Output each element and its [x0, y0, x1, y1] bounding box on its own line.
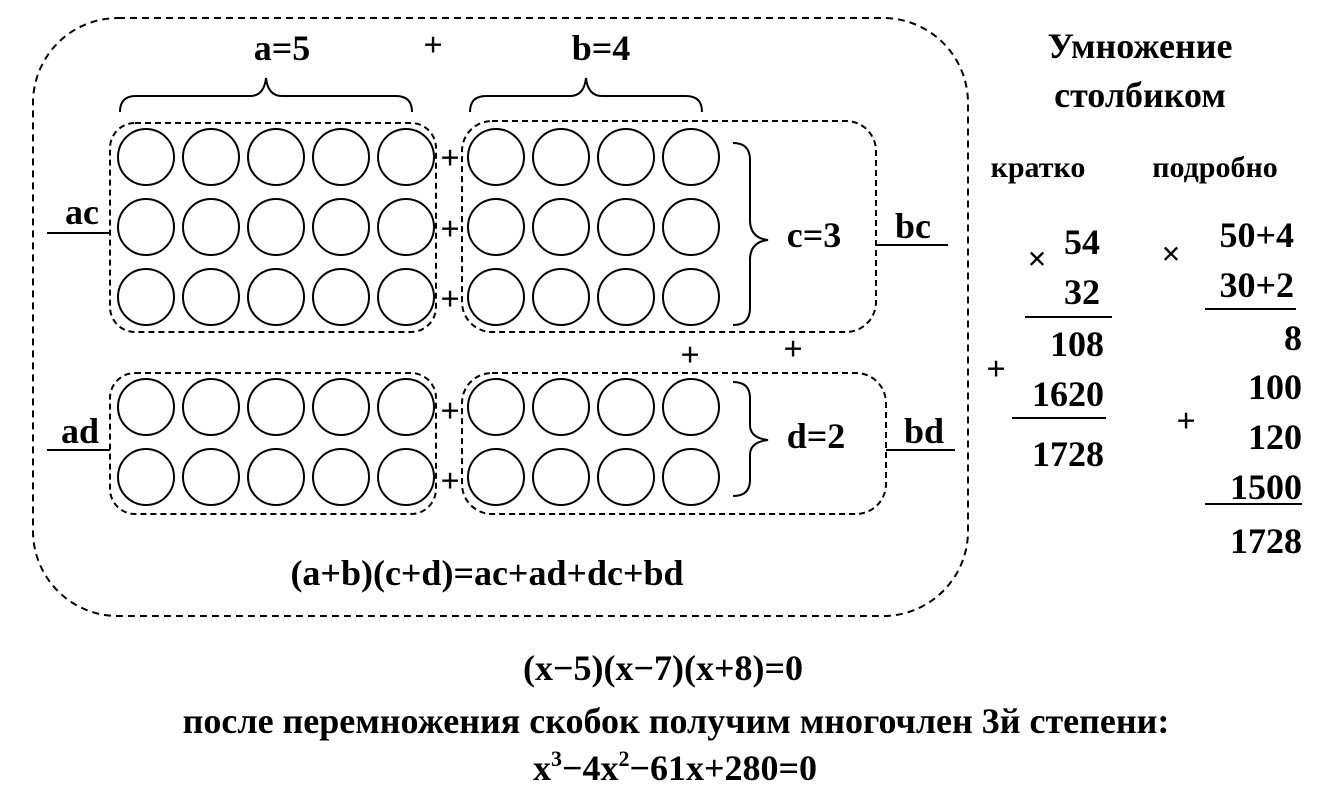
circles-bd	[467, 378, 720, 506]
unit-circle	[467, 268, 525, 326]
title-line2: столбиком	[1054, 75, 1226, 115]
unit-circle	[247, 448, 305, 506]
unit-circle	[532, 378, 590, 436]
unit-circle	[597, 448, 655, 506]
outer-frame	[32, 17, 969, 617]
unit-circle	[117, 378, 175, 436]
brace-b	[469, 77, 703, 113]
title-line1: Умножение	[1048, 26, 1233, 66]
unit-circle	[377, 128, 435, 186]
group-bd-frame	[461, 372, 887, 515]
unit-circle	[532, 198, 590, 256]
unit-circle	[377, 448, 435, 506]
short-partial1: 108	[1050, 324, 1104, 364]
label-a: a=5	[254, 28, 311, 68]
detailed-result: 1728	[1230, 521, 1302, 561]
unit-circle	[662, 268, 720, 326]
short-multiplicand: 54	[1064, 222, 1100, 262]
short-result: 1728	[1032, 434, 1104, 474]
brace-d	[732, 381, 769, 497]
circles-bc	[467, 128, 720, 326]
label-d: d=2	[787, 416, 846, 456]
bottom-polynomial: x3−4x2−61x+280=0	[533, 746, 817, 788]
short-times: ×	[1027, 241, 1046, 278]
circles-ad	[117, 378, 435, 506]
between-plus-1: +	[680, 337, 699, 374]
group-ad-frame	[109, 372, 437, 515]
group-bc-frame	[461, 120, 877, 333]
detailed-partial-1: 8	[1284, 318, 1302, 358]
unit-circle	[182, 448, 240, 506]
unit-circle	[467, 128, 525, 186]
unit-circle	[377, 268, 435, 326]
unit-circle	[182, 268, 240, 326]
group-ac-frame	[109, 122, 437, 333]
unit-circle	[532, 128, 590, 186]
row-plus-1: +	[440, 140, 459, 177]
unit-circle	[312, 198, 370, 256]
unit-circle	[182, 378, 240, 436]
label-b: b=4	[572, 28, 631, 68]
short-multiplier: 32	[1064, 272, 1100, 312]
unit-circle	[597, 378, 655, 436]
unit-circle	[662, 198, 720, 256]
unit-circle	[247, 378, 305, 436]
detailed-partial-4: 1500	[1230, 467, 1302, 507]
unit-circle	[182, 128, 240, 186]
label-bd: bd	[904, 411, 944, 451]
bottom-note: после перемножения скобок получим многоч…	[183, 701, 1170, 741]
unit-circle	[532, 448, 590, 506]
unit-circle	[467, 448, 525, 506]
unit-circle	[597, 198, 655, 256]
unit-circle	[662, 128, 720, 186]
label-c: c=3	[787, 215, 842, 255]
unit-circle	[182, 198, 240, 256]
detailed-times: ×	[1161, 236, 1180, 273]
formula: (a+b)(c+d)=ac+ad+dc+bd	[290, 553, 683, 593]
unit-circle	[247, 268, 305, 326]
label-ad: ad	[61, 411, 99, 451]
label-ac: ac	[65, 192, 99, 232]
circles-ac	[117, 128, 435, 326]
brace-c	[732, 142, 769, 326]
short-plus: +	[986, 351, 1005, 388]
row-plus-5: +	[440, 463, 459, 500]
unit-circle	[377, 198, 435, 256]
unit-circle	[247, 198, 305, 256]
short-header: кратко	[991, 151, 1086, 184]
unit-circle	[467, 198, 525, 256]
detailed-header: подробно	[1152, 151, 1278, 184]
short-partial2: 1620	[1032, 374, 1104, 414]
row-plus-4: +	[440, 393, 459, 430]
detailed-multiplier: 30+2	[1219, 265, 1294, 305]
top-plus: +	[423, 27, 442, 64]
unit-circle	[247, 128, 305, 186]
brace-a	[119, 77, 413, 113]
row-plus-3: +	[440, 281, 459, 318]
unit-circle	[597, 268, 655, 326]
unit-circle	[312, 268, 370, 326]
unit-circle	[117, 198, 175, 256]
unit-circle	[117, 128, 175, 186]
detailed-partial-3: 120	[1248, 417, 1302, 457]
detailed-partial-2: 100	[1248, 367, 1302, 407]
unit-circle	[312, 378, 370, 436]
detailed-plus: +	[1176, 403, 1195, 440]
unit-circle	[117, 268, 175, 326]
between-plus-2: +	[783, 331, 802, 368]
unit-circle	[597, 128, 655, 186]
unit-circle	[662, 378, 720, 436]
unit-circle	[467, 378, 525, 436]
bottom-equation: (x−5)(x−7)(x+8)=0	[523, 648, 803, 688]
unit-circle	[377, 378, 435, 436]
unit-circle	[117, 448, 175, 506]
unit-circle	[312, 128, 370, 186]
unit-circle	[532, 268, 590, 326]
unit-circle	[662, 448, 720, 506]
row-plus-2: +	[440, 211, 459, 248]
label-bc: bc	[895, 206, 931, 246]
unit-circle	[312, 448, 370, 506]
detailed-multiplicand: 50+4	[1219, 215, 1294, 255]
